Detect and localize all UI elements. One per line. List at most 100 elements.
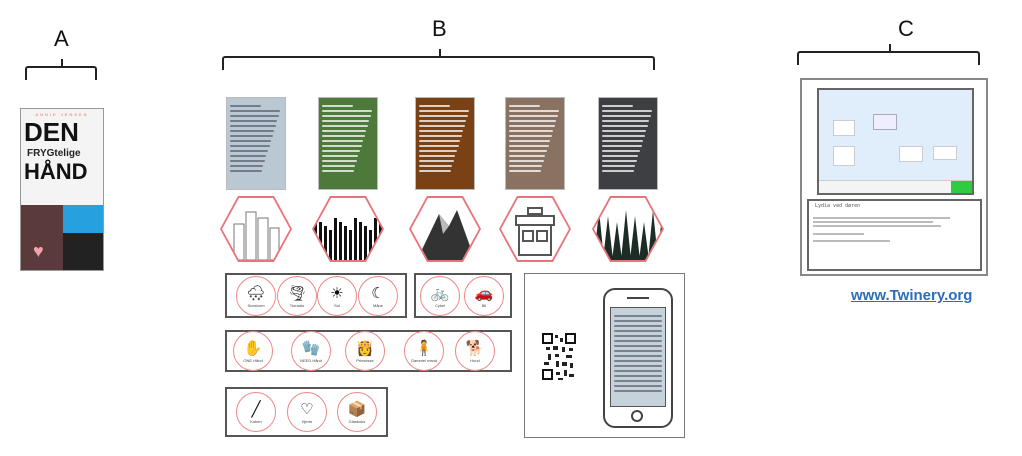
book-art-left: ♥ <box>21 205 63 270</box>
story-text-line <box>509 160 544 162</box>
story-text-line <box>509 155 546 157</box>
passage-node[interactable] <box>833 120 855 136</box>
story-text-line <box>322 145 362 147</box>
story-text-line <box>602 160 637 162</box>
story-text-line <box>602 120 650 122</box>
icon-label: Cykel <box>434 303 445 308</box>
story-text-line <box>509 120 557 122</box>
icon-label: Hund <box>470 358 480 363</box>
story-text-line <box>322 170 354 172</box>
icon-label: Snestorm <box>247 303 265 308</box>
crowbar-icon: ╱ <box>251 401 261 418</box>
story-text-line <box>509 165 543 167</box>
story-text-line <box>230 120 278 122</box>
old-man-card: 🧍Gammel mand <box>404 331 444 371</box>
snowstorm-icon: 🌨 <box>246 285 266 302</box>
phone-speaker <box>627 297 649 299</box>
story-text-line <box>509 125 555 127</box>
snowstorm-card: 🌨Snestorm <box>236 276 276 316</box>
story-page-card <box>226 97 286 190</box>
princess-card: 👸Prinsesse <box>345 331 385 371</box>
icon-label: Glasboks <box>348 419 366 424</box>
passage-text-line <box>813 240 890 242</box>
story-text-line <box>509 135 552 137</box>
play-button[interactable] <box>951 181 972 193</box>
shop-location-hexagon <box>499 196 571 262</box>
treasure-icon: 📦 <box>347 401 367 418</box>
moon-card: ☾Måne <box>358 276 398 316</box>
story-text-line <box>230 110 281 112</box>
story-text-line <box>322 140 364 142</box>
story-text-line <box>419 135 462 137</box>
story-text-line <box>230 160 265 162</box>
story-text-line <box>602 170 634 172</box>
story-page-card <box>505 97 565 190</box>
icon-label: Måne <box>372 303 383 308</box>
icon-label: Bil <box>481 303 487 308</box>
story-text-line <box>230 130 275 132</box>
twinery-screenshot: Lydia ved døren <box>800 78 988 276</box>
story-text-line <box>602 125 648 127</box>
bicycle-card: 🚲Cykel <box>420 276 460 316</box>
icon-label: Gammel mand <box>410 358 438 363</box>
section-b-bracket <box>222 49 655 70</box>
passage-editor: Lydia ved døren <box>807 199 982 271</box>
book-author: ANNIE JENSEN <box>35 112 89 117</box>
book-title-1: DEN <box>24 117 79 147</box>
story-text-line <box>509 105 541 107</box>
glove-card: 🧤NEED Hånd <box>291 331 331 371</box>
story-text-line <box>419 155 456 157</box>
dog-card: 🐕Hund <box>455 331 495 371</box>
section-a-bracket <box>25 59 97 80</box>
icon-label: Koben <box>250 419 262 424</box>
city-location-hexagon <box>220 196 292 262</box>
story-text-line <box>509 130 554 132</box>
story-page-card <box>415 97 475 190</box>
story-text-line <box>509 170 541 172</box>
vehicle-icon-group <box>414 273 512 318</box>
field-location-hexagon <box>312 196 384 262</box>
story-text-line <box>419 150 457 152</box>
story-text-line <box>602 145 642 147</box>
passage-node[interactable] <box>833 146 855 166</box>
story-text-line <box>322 150 360 152</box>
book-title-2: FRYGtelige <box>27 148 81 159</box>
sun-icon: ☀ <box>330 285 344 302</box>
heart-icon: ♡ <box>300 401 314 418</box>
story-text-line <box>419 125 465 127</box>
qr-code-icon <box>542 332 576 382</box>
story-text-line <box>419 165 453 167</box>
story-text-line <box>230 115 279 117</box>
passage-node[interactable] <box>899 146 923 162</box>
story-text-line <box>322 105 354 107</box>
story-text-line <box>509 150 547 152</box>
story-text-line <box>230 135 273 137</box>
passage-node-start[interactable] <box>873 114 897 130</box>
section-b-label: B <box>432 16 447 41</box>
section-c-label: C <box>898 16 914 41</box>
mobile-qr-panel <box>524 273 685 438</box>
crowbar-card: ╱Koben <box>236 392 276 432</box>
story-text-line <box>419 130 464 132</box>
book-title-3: HÅND <box>24 159 88 184</box>
story-text-line <box>230 145 270 147</box>
story-text-line <box>419 140 461 142</box>
book-heart-icon: ♥ <box>33 241 44 261</box>
car-card: 🚗Bil <box>464 276 504 316</box>
icon-label: Tornado <box>289 303 305 308</box>
twine-story-map <box>817 88 974 195</box>
story-text-line <box>322 115 371 117</box>
forest-icon <box>594 198 662 260</box>
story-text-line <box>602 135 645 137</box>
story-text-line <box>419 170 451 172</box>
car-icon: 🚗 <box>474 285 494 302</box>
story-text-line <box>602 150 640 152</box>
story-text-line <box>509 140 551 142</box>
story-text-line <box>322 160 357 162</box>
story-text-line <box>322 120 370 122</box>
passage-node[interactable] <box>933 146 957 160</box>
book-art-right <box>63 205 103 270</box>
twinery-link[interactable]: www.Twinery.org <box>851 287 973 304</box>
city-icon <box>222 198 290 260</box>
story-text-line <box>602 140 644 142</box>
